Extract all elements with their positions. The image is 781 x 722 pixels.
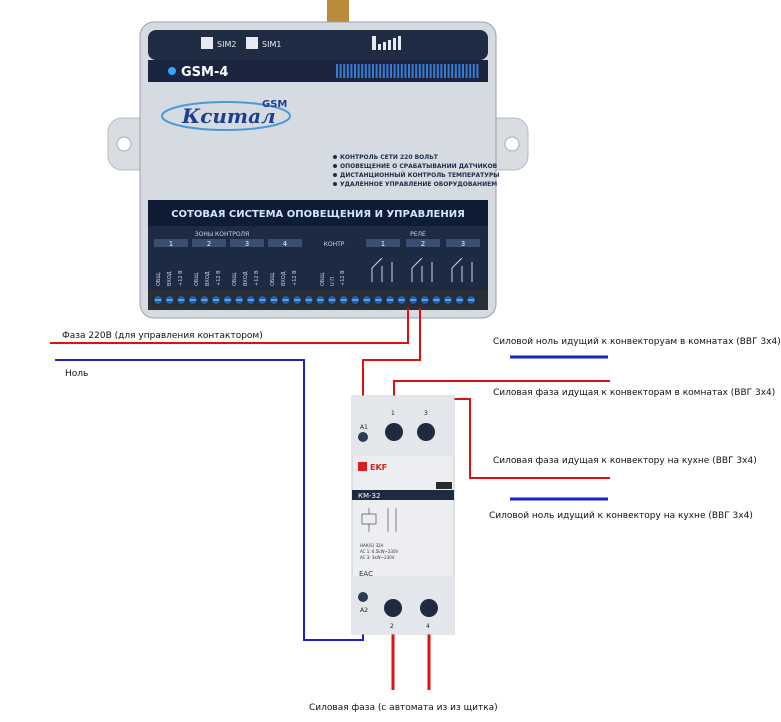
zone-number-box xyxy=(230,239,264,247)
signal-icon xyxy=(372,36,401,50)
svg-text:3: 3 xyxy=(424,410,428,417)
wire-phase-control-in xyxy=(50,308,409,344)
wire-phase-control-out xyxy=(362,308,421,427)
label-neutral-kitchen: Силовой ноль идущий к конвектору на кухн… xyxy=(489,511,753,521)
zone-number: 4 xyxy=(283,240,288,248)
feature-item: КОНТРОЛЬ СЕТИ 220 ВОЛЬТ xyxy=(340,154,439,161)
feature-item: УДАЛЕННОЕ УПРАВЛЕНИЕ ОБОРУДОВАНИЕМ xyxy=(340,181,497,188)
status-indicator xyxy=(436,482,452,489)
relay-number-box xyxy=(366,239,400,247)
terminal-a1 xyxy=(358,432,368,442)
label-neutral-rooms: Силовой ноль идущий к конвекторуам в ком… xyxy=(493,337,781,347)
zones-title: ЗОНЫ КОНТРОЛЯ xyxy=(195,231,249,238)
svg-text:1: 1 xyxy=(391,410,395,417)
contactor-ratings: НАК(S) 32A AC 1: 6.5kW~230V AC 3: 3kW~23… xyxy=(360,543,399,560)
antenna xyxy=(327,0,349,28)
brand-logo: Кситал xyxy=(181,104,276,128)
terminal-panel xyxy=(148,226,488,290)
label-phase-control: Фаза 220В (для управления контактором) xyxy=(62,331,263,341)
label-phase-supply: Силовая фаза (с автомата из из щитка) xyxy=(309,703,498,713)
zone-terminal-label: ВХОД xyxy=(281,271,287,286)
zone-number: 2 xyxy=(207,240,211,248)
relay-block: 1 2 3 xyxy=(366,239,480,282)
label-neutral: Ноль xyxy=(65,369,89,379)
svg-text:4: 4 xyxy=(426,623,430,630)
terminal-2 xyxy=(384,599,402,617)
relay-contact-symbol xyxy=(411,257,433,282)
sim2-icon xyxy=(201,37,213,49)
relay-number: 3 xyxy=(461,240,465,248)
ekf-logo-icon xyxy=(358,462,367,471)
svg-text:НАК(S) 32A: НАК(S) 32A xyxy=(360,543,384,548)
zone-number: 3 xyxy=(245,240,249,248)
relay-number: 1 xyxy=(381,240,385,248)
eac-mark: EAC xyxy=(359,570,373,578)
relay-contact-symbol xyxy=(451,257,473,282)
zone-terminal-label: ОБЩ. xyxy=(270,271,276,286)
label-phase-kitchen: Силовая фаза идущая к конвектору на кухн… xyxy=(493,456,757,466)
brand-suffix: GSM xyxy=(262,99,287,110)
zone-number-box xyxy=(192,239,226,247)
sim1-label: SIM1 xyxy=(262,40,281,49)
label-phase-rooms: Силовая фаза идущая к конвекторам в комн… xyxy=(493,388,776,398)
terminal-block xyxy=(153,295,477,305)
contactor-model: КМ-32 xyxy=(358,492,380,500)
relay-title: РЕЛЕ xyxy=(410,231,426,238)
sim1-icon xyxy=(246,37,258,49)
wire-neutral-coil xyxy=(55,359,364,641)
relay-number: 2 xyxy=(421,240,425,248)
svg-text:A1: A1 xyxy=(360,424,368,431)
zone-number-box xyxy=(154,239,188,247)
svg-text:AC 3: 3kW~230V: AC 3: 3kW~230V xyxy=(360,555,395,560)
terminal-4 xyxy=(420,599,438,617)
control-terminal-labels: ОБЩ. U П +12 В xyxy=(320,270,346,286)
banner-text: СОТОВАЯ СИСТЕМА ОПОВЕЩЕНИЯ И УПРАВЛЕНИЯ xyxy=(171,209,465,220)
power-led xyxy=(168,67,176,75)
contactor-brand: EKF xyxy=(370,463,387,472)
terminal-1 xyxy=(385,423,403,441)
sim2-label: SIM2 xyxy=(217,40,236,49)
wires xyxy=(50,308,610,690)
zone-terminal-label: +12 В xyxy=(216,270,222,286)
zone-number-box xyxy=(268,239,302,247)
gsm-device: SIM2 SIM1 GSM-4 Кситал GSM КОНТРОЛЬ СЕТИ… xyxy=(107,0,529,319)
terminal-a2 xyxy=(358,592,368,602)
feature-item: ДИСТАНЦИОННЫЙ КОНТРОЛЬ ТЕМПЕРАТУРЫ xyxy=(340,171,500,179)
zone-terminal-label: ВХОД xyxy=(167,271,173,286)
zone-terminal-label: ОБЩ. xyxy=(194,271,200,286)
svg-text:2: 2 xyxy=(390,623,394,630)
zone-terminal-label: +12 В xyxy=(178,270,184,286)
contactor: A1 1 3 EKF КМ-32 НАК(S) 32A AC 1: 6.5kW~… xyxy=(351,395,455,635)
terminal-3 xyxy=(417,423,435,441)
svg-text:+12 В: +12 В xyxy=(340,270,346,286)
zone-terminal-label: ВХОД xyxy=(205,271,211,286)
brand-logo-ring xyxy=(161,101,291,131)
relay-contact-symbol xyxy=(371,257,393,282)
svg-text:AC 1: 6.5kW~230V: AC 1: 6.5kW~230V xyxy=(360,549,399,554)
vent-grille xyxy=(336,64,479,78)
model-label: GSM-4 xyxy=(181,65,228,80)
feature-list: КОНТРОЛЬ СЕТИ 220 ВОЛЬТ ОПОВЕЩЕНИЕ О СРА… xyxy=(333,154,500,188)
control-title: КОНТР xyxy=(324,241,345,248)
svg-text:A2: A2 xyxy=(360,607,368,614)
svg-text:U П: U П xyxy=(330,277,336,286)
zone-terminal-label: +12 В xyxy=(292,270,298,286)
zone-terminal-label: ОБЩ. xyxy=(156,271,162,286)
contactor-schematic xyxy=(361,508,397,532)
svg-text:ОБЩ.: ОБЩ. xyxy=(320,271,326,286)
zone-number: 1 xyxy=(169,240,173,248)
banner xyxy=(148,200,488,226)
zone-terminal-label: ОБЩ. xyxy=(232,271,238,286)
zone-terminal-label: +12 В xyxy=(254,270,260,286)
relay-number-box xyxy=(406,239,440,247)
feature-item: ОПОВЕЩЕНИЕ О СРАБАТЫВАНИИ ДАТЧИКОВ xyxy=(340,163,498,170)
zone-terminal-label: ВХОД xyxy=(243,271,249,286)
relay-number-box xyxy=(446,239,480,247)
